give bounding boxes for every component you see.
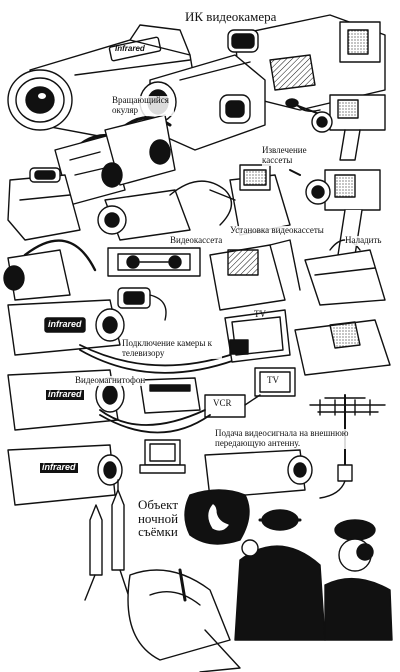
- tv-label-2: TV: [267, 376, 279, 386]
- rotating-eyepiece-label: Вращающийся окуляр: [112, 96, 174, 116]
- antenna-feed-label: Подача видеосигнала на внешнюю передающу…: [215, 429, 380, 449]
- night-object-label: Объект ночной съёмки: [128, 498, 188, 539]
- vcr-caption-label: Видеомагнитофон: [75, 376, 145, 386]
- person-photographer-icon: [325, 520, 392, 640]
- brand-label-3: Infrared: [115, 45, 145, 54]
- camera-cassette-install-icon: [210, 240, 300, 310]
- videocassette-icon: [108, 248, 200, 276]
- camera-strap-icon: [4, 241, 95, 300]
- camera-connect-tv-icon: [8, 300, 235, 373]
- cassette-install-label: Установка видеокассеты: [230, 226, 324, 236]
- vcr-label: VCR: [213, 399, 232, 409]
- brand-label-1: infrared: [46, 390, 84, 400]
- camera-in-hand-icon: [128, 570, 240, 672]
- adjust-label: Наладить: [345, 236, 382, 246]
- camera-row6-left-icon: [8, 445, 122, 505]
- cassette-eject-label: Извлечение кассеты: [262, 146, 322, 166]
- camera-right-row4-icon: [295, 320, 390, 375]
- night-sky-panel-icon: [185, 490, 249, 544]
- brand-label-4: infrared: [40, 463, 78, 473]
- videocassette-label: Видеокассета: [170, 236, 222, 246]
- eyepiece-detail-icon: [118, 288, 166, 320]
- connect-tv-label: Подключение камеры к телевизору: [122, 339, 222, 359]
- brand-label-2: infrared: [46, 320, 84, 330]
- title-label: ИК видеокамера: [185, 10, 276, 24]
- monitor-icon: [140, 440, 185, 473]
- tv-label-1: TV: [254, 310, 266, 320]
- person-cameraman-icon: [235, 510, 325, 640]
